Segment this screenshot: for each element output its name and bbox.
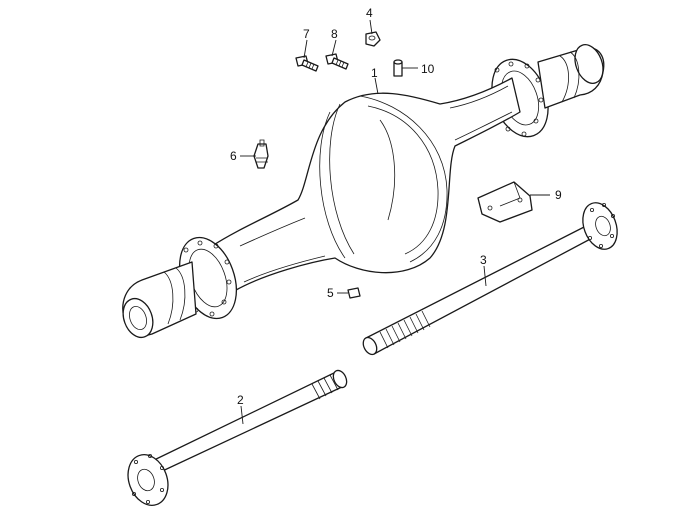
part-8-bolt (325, 53, 349, 70)
axle-shaft-left-flange (127, 453, 169, 506)
part-10-dowel (393, 59, 403, 77)
axle-shaft-right (362, 202, 618, 356)
callout-8: 8 (331, 27, 338, 41)
part-9-bracket (477, 181, 533, 223)
leader-lines (240, 19, 550, 425)
callout-5: 5 (327, 286, 334, 300)
callout-7: 7 (303, 27, 310, 41)
callout-2: 2 (237, 393, 244, 407)
axle-housing (122, 44, 605, 339)
axle-shaft-left (127, 369, 348, 506)
part-5-key (347, 287, 361, 299)
part-4-fitting (365, 31, 381, 47)
part-6-breather (253, 139, 269, 169)
callout-10: 10 (421, 62, 435, 76)
callout-9: 9 (555, 188, 562, 202)
callout-3: 3 (480, 253, 487, 267)
callout-1: 1 (371, 66, 378, 80)
housing-body (211, 77, 521, 291)
axle-shaft-right-flange (582, 202, 618, 250)
housing-right-spindle (537, 44, 605, 109)
housing-left-spindle (122, 261, 197, 339)
callout-6: 6 (230, 149, 237, 163)
callout-4: 4 (366, 6, 373, 20)
part-7-bolt (295, 55, 319, 72)
callout-labels: 1 2 3 4 5 6 7 8 9 10 (230, 6, 562, 407)
